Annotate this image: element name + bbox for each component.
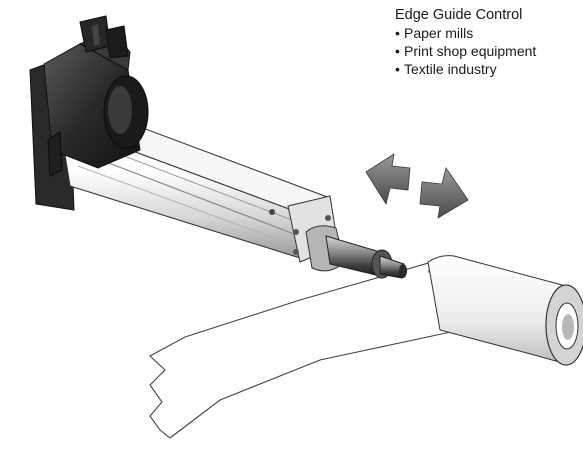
caption-title: Edge Guide Control [395,7,523,23]
application-list: Paper mills Print shop equipment Textile… [395,24,536,78]
paper-roll [427,255,583,366]
bidirectional-arrows [365,153,469,219]
application-item: Paper mills [395,24,536,42]
application-item: Textile industry [395,60,536,78]
application-caption: Edge Guide Control Paper mills Print sho… [395,6,536,78]
servo-motor [43,15,149,177]
application-item: Print shop equipment [395,42,536,60]
